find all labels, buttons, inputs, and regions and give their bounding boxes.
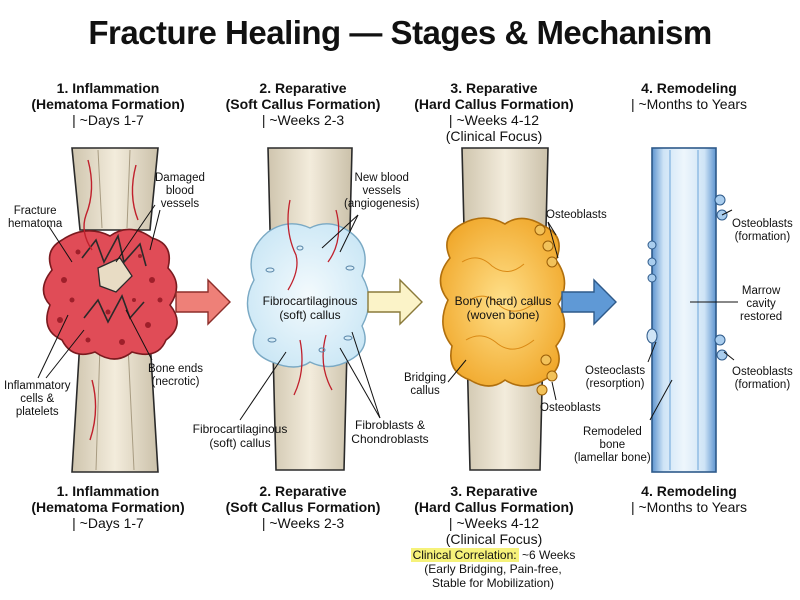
stage-4-callouts — [647, 209, 738, 421]
progress-arrow-3 — [561, 278, 617, 326]
stage-4-header-top: 4. Remodeling | ~Months to Years — [594, 80, 784, 112]
stage-3-focus-bottom: (Clinical Focus) — [445, 531, 543, 547]
stage-4-bone — [651, 147, 717, 473]
stage-2-name-bottom: 2. Reparative — [259, 483, 347, 499]
label-osteoblasts-top: Osteoblasts — [546, 209, 607, 221]
clinical-correlation: Clinical Correlation: ~6 Weeks (Early Br… — [398, 548, 588, 590]
stage-1-header-bottom: 1. Inflammation (Hematoma Formation) | ~… — [13, 483, 203, 531]
damaged-blood-vessels — [83, 159, 139, 441]
stage-1-time: | ~Days 1-7 — [72, 112, 144, 128]
stage-3-sub: (Hard Callus Formation) — [414, 96, 574, 112]
stage-2-name: 2. Reparative — [259, 80, 347, 96]
remodel-osteoclasts — [646, 328, 658, 344]
label-bony-callus: Bony (hard) callus (woven bone) — [454, 294, 552, 322]
stage-3-callouts — [447, 221, 559, 401]
label-bone-ends: Bone ends (necrotic) — [148, 363, 203, 388]
stage-1-name: 1. Inflammation — [56, 80, 160, 96]
stage-1-sub: (Hematoma Formation) — [31, 96, 185, 112]
label-osteoblasts-formation-top: Osteoblasts (formation) — [732, 218, 793, 243]
stage-4-time: | ~Months to Years — [630, 96, 748, 112]
stage-2-header-top: 2. Reparative (Soft Callus Formation) | … — [208, 80, 398, 128]
stage-2-sub-bottom: (Soft Callus Formation) — [225, 499, 381, 515]
clinical-detail: (Early Bridging, Pain-free, Stable for M… — [424, 562, 562, 590]
stage-3-sub-bottom: (Hard Callus Formation) — [414, 499, 574, 515]
label-inflammatory-cells: Inflammatory cells & platelets — [4, 380, 71, 418]
stage-3-header-bottom: 3. Reparative (Hard Callus Formation) | … — [399, 483, 589, 547]
label-remodeled-bone: Remodeled bone (lamellar bone) — [574, 426, 651, 464]
stage-4-name-bottom: 4. Remodeling — [641, 483, 737, 499]
stage-3-time-bottom: | ~Weeks 4-12 — [448, 515, 540, 531]
label-osteoblasts-bottom: Osteoblasts — [540, 402, 601, 414]
stage-4-header-bottom: 4. Remodeling | ~Months to Years — [594, 483, 784, 515]
stage-2-time: | ~Weeks 2-3 — [261, 112, 345, 128]
label-bridging-callus: Bridging callus — [404, 372, 447, 397]
stage-3-focus: (Clinical Focus) — [445, 128, 543, 144]
stage-3-name-bottom: 3. Reparative — [450, 483, 538, 499]
stage-2-callouts — [239, 214, 381, 421]
fracture-line-bottom — [83, 294, 145, 324]
hard-callus-shape — [439, 217, 566, 387]
stage-3-header-top: 3. Reparative (Hard Callus Formation) | … — [399, 80, 589, 144]
label-fibro-callus-center: Fibrocartilaginous (soft) callus — [262, 294, 358, 322]
progress-arrow-2 — [367, 278, 423, 326]
stage-3-time: | ~Weeks 4-12 — [448, 112, 540, 128]
fracture-line-top — [81, 233, 147, 267]
chondroblast-cells — [265, 245, 355, 353]
label-fibro-callus-bottom: Fibrocartilaginous (soft) callus — [192, 422, 288, 450]
stage-1-time-bottom: | ~Days 1-7 — [72, 515, 144, 531]
stage-4-time-bottom: | ~Months to Years — [630, 499, 748, 515]
stage-1-header-top: 1. Inflammation (Hematoma Formation) | ~… — [13, 80, 203, 128]
clinical-label: Clinical Correlation: — [410, 548, 519, 562]
inflammatory-cells — [57, 249, 163, 345]
clinical-value: ~6 Weeks — [521, 548, 576, 562]
label-fracture-hematoma: Fracture hematoma — [8, 205, 63, 230]
label-osteoblasts-formation-bottom: Osteoblasts (formation) — [732, 366, 793, 391]
stage-2-header-bottom: 2. Reparative (Soft Callus Formation) | … — [208, 483, 398, 531]
bone-fragment — [97, 257, 133, 293]
label-damaged-vessels: Damaged blood vessels — [155, 172, 205, 210]
new-blood-vessels — [287, 199, 340, 396]
label-new-vessels: New blood vessels (angiogenesis) — [344, 172, 420, 210]
stage-1-name-bottom: 1. Inflammation — [56, 483, 160, 499]
osteoblast-cells — [534, 224, 558, 396]
woven-bone-texture — [461, 257, 537, 350]
stage-2-time-bottom: | ~Weeks 2-3 — [261, 515, 345, 531]
label-osteoclasts: Osteoclasts (resorption) — [585, 365, 646, 390]
stage-1-sub-bottom: (Hematoma Formation) — [31, 499, 185, 515]
label-marrow-cavity: Marrow cavity restored — [740, 285, 783, 323]
label-fibroblasts: Fibroblasts & Chondroblasts — [351, 418, 429, 446]
page-title: Fracture Healing — Stages & Mechanism — [88, 14, 712, 51]
stage-1-callouts — [37, 204, 161, 379]
fracture-hematoma-shape — [42, 228, 178, 360]
stage-1-bone — [71, 147, 159, 473]
stage-4-name: 4. Remodeling — [641, 80, 737, 96]
stage-3-name: 3. Reparative — [450, 80, 538, 96]
stage-2-sub: (Soft Callus Formation) — [225, 96, 381, 112]
progress-arrow-1 — [175, 278, 231, 326]
